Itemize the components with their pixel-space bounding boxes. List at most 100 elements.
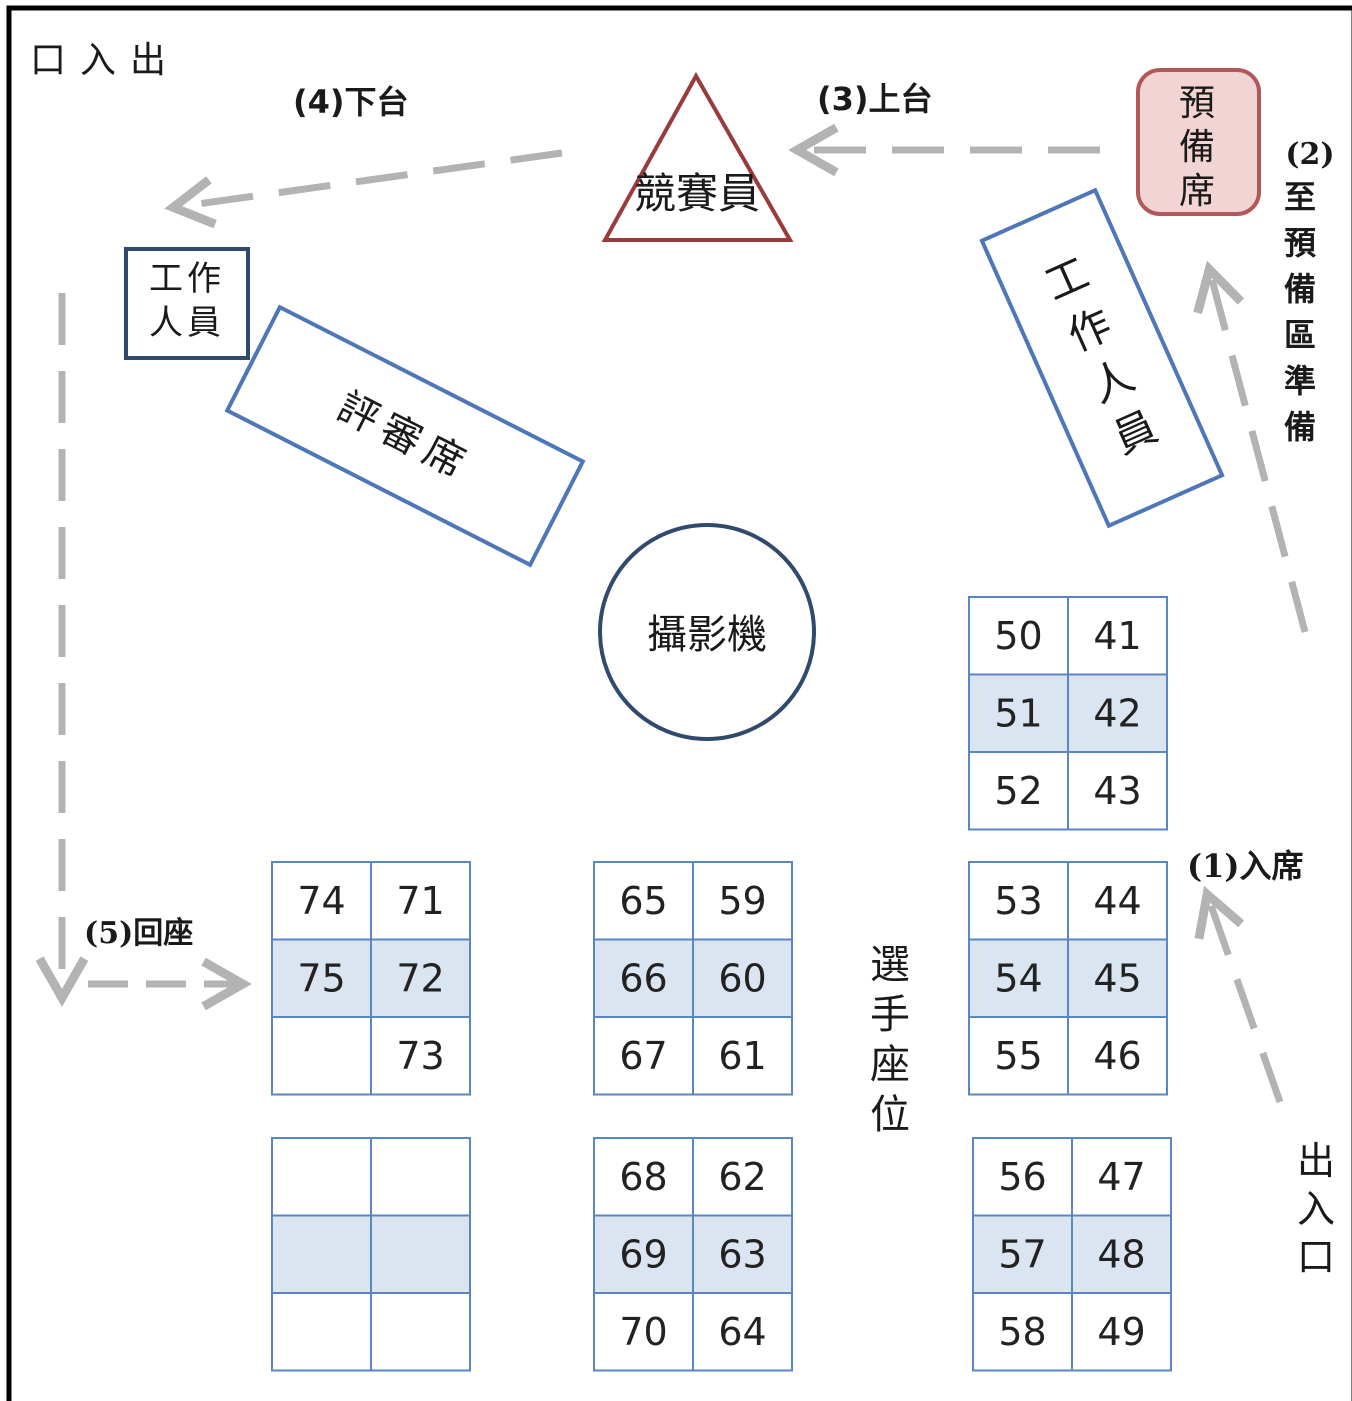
seat-cell [1067,751,1168,831]
step4-label: (4)下台 [293,83,409,121]
seat-number: 68 [619,1155,667,1199]
seat-cell [972,1137,1073,1217]
seat-number: 61 [718,1034,766,1078]
standby-char: 備 [1179,127,1215,168]
seat-number: 51 [994,691,1042,735]
seat-number: 69 [619,1232,667,1276]
staff-box-right [979,187,1225,529]
right-entrance-char: 出 [1297,1139,1335,1183]
seat-cell [593,1016,694,1096]
right-entrance-label: 出入口 [1297,1139,1335,1279]
seat-cell [1071,1214,1172,1294]
seat-number: 56 [998,1155,1046,1199]
standby-seat-box [1136,68,1261,216]
seat-cell [593,1292,694,1372]
contestant-label: 競賽員 [634,169,760,218]
seat-cell [692,1016,793,1096]
step2-char: 備 [1284,270,1316,308]
seat-cell [271,1137,372,1217]
seat-cell [1067,596,1168,676]
staff-left-line: 人員 [149,303,225,343]
standby-char: 席 [1179,171,1215,212]
seat-cell [692,1137,793,1217]
players-seats-char: 位 [870,1092,910,1138]
seat-cell [271,861,372,941]
seat-number: 45 [1093,956,1141,1000]
players-seats-char: 選 [870,942,910,988]
seat-cell [370,1214,471,1294]
seat-number: 54 [994,956,1042,1000]
seat-number: 63 [718,1232,766,1276]
seat-cell [271,1292,372,1372]
seat-cell [972,1214,1073,1294]
step1-label: (1)入席 [1187,847,1304,885]
seat-number: 48 [1097,1232,1145,1276]
seat-cell [370,1016,471,1096]
seat-cell [968,938,1069,1018]
seat-block-left-top: 74 71 75 72 73 [271,861,471,1096]
seat-cell [370,1137,471,1217]
step5-label: (5)回座 [84,916,193,951]
seat-cell [1071,1137,1172,1217]
seat-number: 62 [718,1155,766,1199]
seat-cell [271,1214,372,1294]
top-left-entrance-label: 口入出 [30,40,180,81]
contestant-triangle [601,71,794,242]
seat-cell [692,861,793,941]
seat-number: 60 [718,956,766,1000]
step3-label: (3)上台 [817,80,933,118]
venue-boundary [6,5,1352,1401]
seat-number: 42 [1093,691,1141,735]
seat-number: 65 [619,879,667,923]
players-seats-char: 手 [870,992,910,1038]
seat-block-left-bottom [271,1137,471,1372]
seat-number: 41 [1093,614,1141,658]
seat-number: 70 [619,1310,667,1354]
judges-table-box [224,304,586,568]
seat-number: 67 [619,1034,667,1078]
seat-number: 44 [1093,879,1141,923]
seat-number: 71 [396,879,444,923]
staff-box-left [124,247,250,360]
seat-cell [968,861,1069,941]
seat-number: 50 [994,614,1042,658]
seat-number: 52 [994,769,1042,813]
staff-left-line: 工作 [149,259,225,299]
step2-char: 區 [1284,316,1316,354]
judges-table: 評審席 [224,304,586,568]
seat-number: 49 [1097,1310,1145,1354]
seat-cell [972,1292,1073,1372]
seat-number: 66 [619,956,667,1000]
seat-cell [1071,1292,1172,1372]
seat-number: 46 [1093,1034,1141,1078]
camera-label: 攝影機 [647,612,767,658]
seat-cell [271,1016,372,1096]
seat-cell [968,596,1069,676]
seat-number: 74 [297,879,345,923]
arrow-step4 [164,149,563,229]
right-entrance-char: 入 [1297,1187,1335,1231]
step2-char: 預 [1284,224,1317,262]
step2-char: 至 [1284,178,1316,216]
players-seats-char: 座 [870,1042,910,1088]
step2-char: 備 [1284,408,1316,446]
seat-number: 72 [396,956,444,1000]
arrow-step1 [1194,885,1284,1104]
seat-number: 75 [297,956,345,1000]
camera-circle [598,523,816,741]
seat-number: 73 [396,1034,444,1078]
seat-cell [593,938,694,1018]
standby-char: 預 [1179,83,1215,124]
seat-number: 55 [994,1034,1042,1078]
seat-number: 57 [998,1232,1046,1276]
